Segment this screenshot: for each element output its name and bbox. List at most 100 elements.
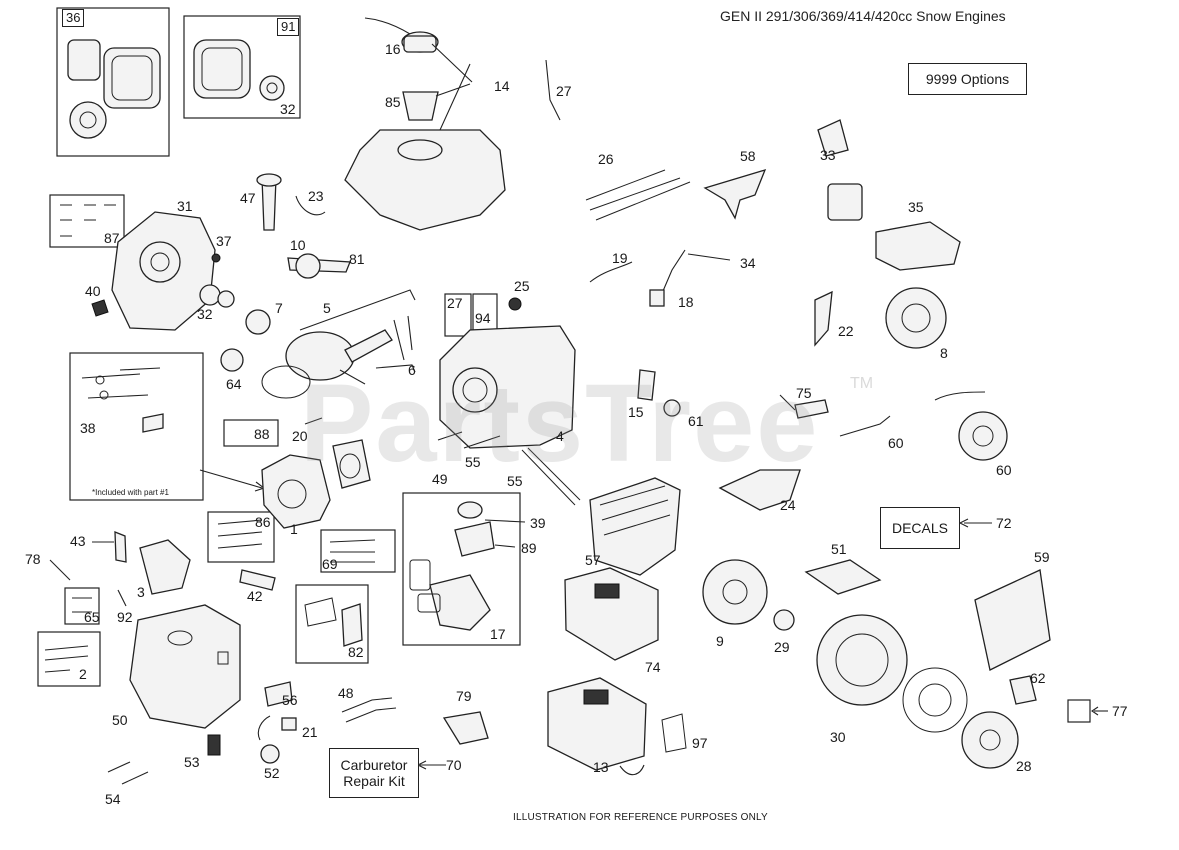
callout-4[interactable]: 4 — [556, 428, 564, 444]
callout-9[interactable]: 9 — [716, 633, 724, 649]
callout-50[interactable]: 50 — [112, 712, 128, 728]
callout-32b[interactable]: 32 — [197, 306, 213, 322]
callout-89[interactable]: 89 — [521, 540, 537, 556]
callout-21[interactable]: 21 — [302, 724, 318, 740]
callout-54[interactable]: 54 — [105, 791, 121, 807]
callout-86[interactable]: 86 — [255, 514, 271, 530]
callout-27a[interactable]: 27 — [556, 83, 572, 99]
callout-36[interactable]: 36 — [62, 9, 85, 27]
callout-64[interactable]: 64 — [226, 376, 242, 392]
callout-87[interactable]: 87 — [104, 230, 120, 246]
callout-31[interactable]: 31 — [177, 198, 193, 214]
callout-51[interactable]: 51 — [831, 541, 847, 557]
kill-switch — [649, 289, 665, 307]
callout-55b[interactable]: 55 — [507, 473, 523, 489]
carburetor-repair-kit-button[interactable]: Carburetor Repair Kit — [329, 748, 419, 798]
callout-35[interactable]: 35 — [908, 199, 924, 215]
callout-70[interactable]: 70 — [446, 757, 462, 773]
callout-10[interactable]: 10 — [290, 237, 306, 253]
callout-2[interactable]: 2 — [79, 666, 87, 682]
callout-42[interactable]: 42 — [247, 588, 263, 604]
blower-housing — [816, 614, 908, 706]
callout-16[interactable]: 16 — [385, 41, 401, 57]
callout-43[interactable]: 43 — [70, 533, 86, 549]
callout-38[interactable]: 38 — [80, 420, 96, 436]
key — [207, 734, 221, 756]
clutch — [773, 609, 795, 631]
callout-5[interactable]: 5 — [323, 300, 331, 316]
callout-7[interactable]: 7 — [275, 300, 283, 316]
callout-53[interactable]: 53 — [184, 754, 200, 770]
callout-18[interactable]: 18 — [678, 294, 694, 310]
callout-17[interactable]: 17 — [490, 626, 506, 642]
callout-8[interactable]: 8 — [940, 345, 948, 361]
callout-60b[interactable]: 60 — [996, 462, 1012, 478]
callout-78[interactable]: 78 — [25, 551, 41, 567]
callout-55a[interactable]: 55 — [465, 454, 481, 470]
callout-60a[interactable]: 60 — [888, 435, 904, 451]
callout-6[interactable]: 6 — [408, 362, 416, 378]
callout-52[interactable]: 52 — [264, 765, 280, 781]
callout-85[interactable]: 85 — [385, 94, 401, 110]
gasket-head — [103, 47, 161, 109]
callout-3[interactable]: 3 — [137, 584, 145, 600]
carburetor — [429, 574, 491, 631]
decals-button[interactable]: DECALS — [880, 507, 960, 549]
cam-gear — [245, 309, 271, 335]
callout-27b[interactable]: 27 — [447, 295, 463, 311]
callout-79[interactable]: 79 — [456, 688, 472, 704]
callout-91[interactable]: 91 — [277, 18, 300, 36]
screen — [902, 667, 968, 733]
callout-49[interactable]: 49 — [432, 471, 448, 487]
callout-40[interactable]: 40 — [85, 283, 101, 299]
callout-56[interactable]: 56 — [282, 692, 298, 708]
callout-23[interactable]: 23 — [308, 188, 324, 204]
callout-26[interactable]: 26 — [598, 151, 614, 167]
head-gasket — [332, 439, 371, 489]
callout-75[interactable]: 75 — [796, 385, 812, 401]
callout-13[interactable]: 13 — [593, 759, 609, 775]
callout-97[interactable]: 97 — [692, 735, 708, 751]
callout-65[interactable]: 65 — [84, 609, 100, 625]
callout-39[interactable]: 39 — [530, 515, 546, 531]
callout-77[interactable]: 77 — [1112, 703, 1128, 719]
callout-48[interactable]: 48 — [338, 685, 354, 701]
carburetor-frame — [402, 492, 521, 646]
callout-14[interactable]: 14 — [494, 78, 510, 94]
callout-88[interactable]: 88 — [254, 426, 270, 442]
callout-58[interactable]: 58 — [740, 148, 756, 164]
callout-22[interactable]: 22 — [838, 323, 854, 339]
callout-30[interactable]: 30 — [830, 729, 846, 745]
callout-94[interactable]: 94 — [475, 310, 491, 326]
callout-47[interactable]: 47 — [240, 190, 256, 206]
callout-24[interactable]: 24 — [780, 497, 796, 513]
callout-92[interactable]: 92 — [117, 609, 133, 625]
callout-59[interactable]: 59 — [1034, 549, 1050, 565]
options-button[interactable]: 9999 Options — [908, 63, 1027, 95]
callout-1[interactable]: 1 — [290, 521, 298, 537]
callout-28[interactable]: 28 — [1016, 758, 1032, 774]
brake-part — [814, 290, 833, 347]
callout-62[interactable]: 62 — [1030, 670, 1046, 686]
governor-links — [585, 169, 691, 221]
clip — [264, 681, 293, 707]
callout-57[interactable]: 57 — [585, 552, 601, 568]
callout-34[interactable]: 34 — [740, 255, 756, 271]
filter-element — [661, 713, 687, 753]
callout-37[interactable]: 37 — [216, 233, 232, 249]
callout-32a[interactable]: 32 — [280, 101, 296, 117]
callout-15[interactable]: 15 — [628, 404, 644, 420]
callout-69[interactable]: 69 — [322, 556, 338, 572]
callout-20[interactable]: 20 — [292, 428, 308, 444]
callout-72[interactable]: 72 — [996, 515, 1012, 531]
callout-19[interactable]: 19 — [612, 250, 628, 266]
callout-81[interactable]: 81 — [349, 251, 365, 267]
callout-82[interactable]: 82 — [348, 644, 364, 660]
callout-61[interactable]: 61 — [688, 413, 704, 429]
recoil-starter — [961, 711, 1019, 769]
callout-74[interactable]: 74 — [645, 659, 661, 675]
callout-25[interactable]: 25 — [514, 278, 530, 294]
callout-33[interactable]: 33 — [820, 147, 836, 163]
fuel-line — [114, 531, 127, 563]
callout-29[interactable]: 29 — [774, 639, 790, 655]
